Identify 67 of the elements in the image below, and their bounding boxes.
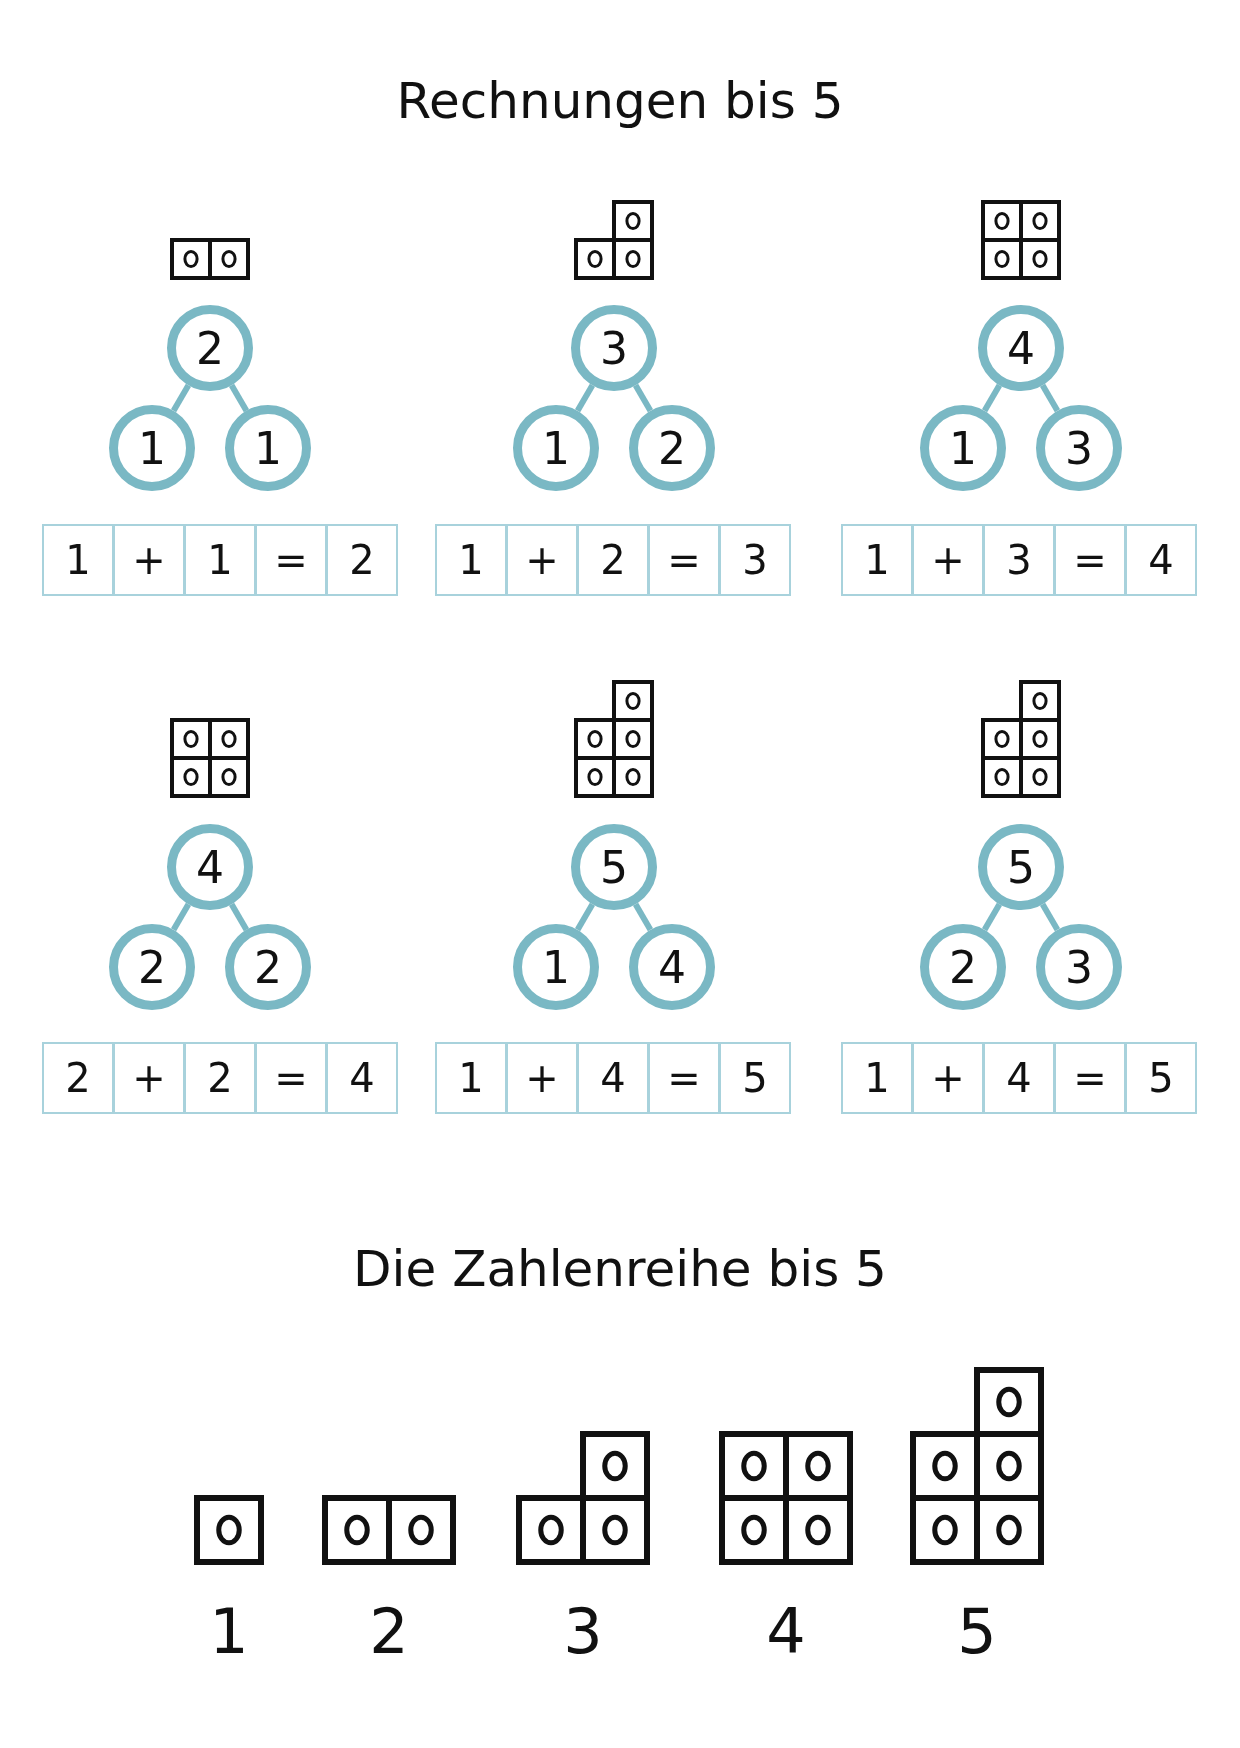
equation-number-cell: 1: [841, 1042, 913, 1114]
part-number-circle: 1: [513, 924, 599, 1010]
connector-line: [228, 383, 250, 413]
equation-number-cell: 4: [983, 1042, 1055, 1114]
part-number-circle: 4: [629, 924, 715, 1010]
whole-number-circle: 3: [571, 305, 657, 391]
part-number-circle: 2: [225, 924, 311, 1010]
connector-line: [228, 902, 250, 932]
connector-line: [981, 902, 1003, 932]
equation-number-cell: 3: [719, 524, 791, 596]
operator-cell: +: [912, 1042, 984, 1114]
part-number-circle: 2: [920, 924, 1006, 1010]
whole-number-circle: 5: [978, 824, 1064, 910]
equation-number-cell: 1: [435, 1042, 507, 1114]
part-number-circle: 2: [629, 405, 715, 491]
operator-cell: +: [506, 524, 578, 596]
whole-number-circle: 5: [571, 824, 657, 910]
part-number-circle: 1: [513, 405, 599, 491]
operator-cell: +: [506, 1042, 578, 1114]
part-number-circle: 2: [109, 924, 195, 1010]
equation-number-cell: 2: [577, 524, 649, 596]
operator-cell: =: [1054, 1042, 1126, 1114]
number-label: 1: [208, 1595, 250, 1668]
connector-line: [170, 902, 192, 932]
equation-number-cell: 1: [841, 524, 913, 596]
equation-number-cell: 2: [326, 524, 398, 596]
connector-line: [170, 383, 192, 413]
equation-number-cell: 2: [42, 1042, 114, 1114]
operator-cell: +: [912, 524, 984, 596]
connector-line: [632, 902, 654, 932]
equation-number-cell: 5: [1125, 1042, 1197, 1114]
operator-cell: =: [648, 524, 720, 596]
operator-cell: =: [648, 1042, 720, 1114]
part-number-circle: 1: [920, 405, 1006, 491]
section-heading: Die Zahlenreihe bis 5: [352, 1240, 888, 1298]
whole-number-circle: 4: [978, 305, 1064, 391]
equation-number-cell: 3: [983, 524, 1055, 596]
number-label: 2: [368, 1595, 410, 1668]
equation-number-cell: 5: [719, 1042, 791, 1114]
equation-number-cell: 1: [435, 524, 507, 596]
equation-number-cell: 1: [42, 524, 114, 596]
part-number-circle: 3: [1036, 405, 1122, 491]
number-label: 3: [562, 1595, 604, 1668]
equation-number-cell: 4: [1125, 524, 1197, 596]
operator-cell: +: [113, 524, 185, 596]
worksheet-title: Rechnungen bis 5: [395, 72, 845, 130]
equation-number-cell: 4: [326, 1042, 398, 1114]
operator-cell: =: [255, 524, 327, 596]
operator-cell: =: [1054, 524, 1126, 596]
connector-line: [981, 383, 1003, 413]
connector-line: [1039, 383, 1061, 413]
number-label: 5: [956, 1595, 998, 1668]
connector-line: [632, 383, 654, 413]
operator-cell: =: [255, 1042, 327, 1114]
connector-line: [1039, 902, 1061, 932]
connector-line: [574, 383, 596, 413]
part-number-circle: 1: [225, 405, 311, 491]
whole-number-circle: 4: [167, 824, 253, 910]
equation-number-cell: 4: [577, 1042, 649, 1114]
number-label: 4: [765, 1595, 807, 1668]
equation-number-cell: 2: [184, 1042, 256, 1114]
part-number-circle: 1: [109, 405, 195, 491]
connector-line: [574, 902, 596, 932]
equation-number-cell: 1: [184, 524, 256, 596]
whole-number-circle: 2: [167, 305, 253, 391]
part-number-circle: 3: [1036, 924, 1122, 1010]
operator-cell: +: [113, 1042, 185, 1114]
